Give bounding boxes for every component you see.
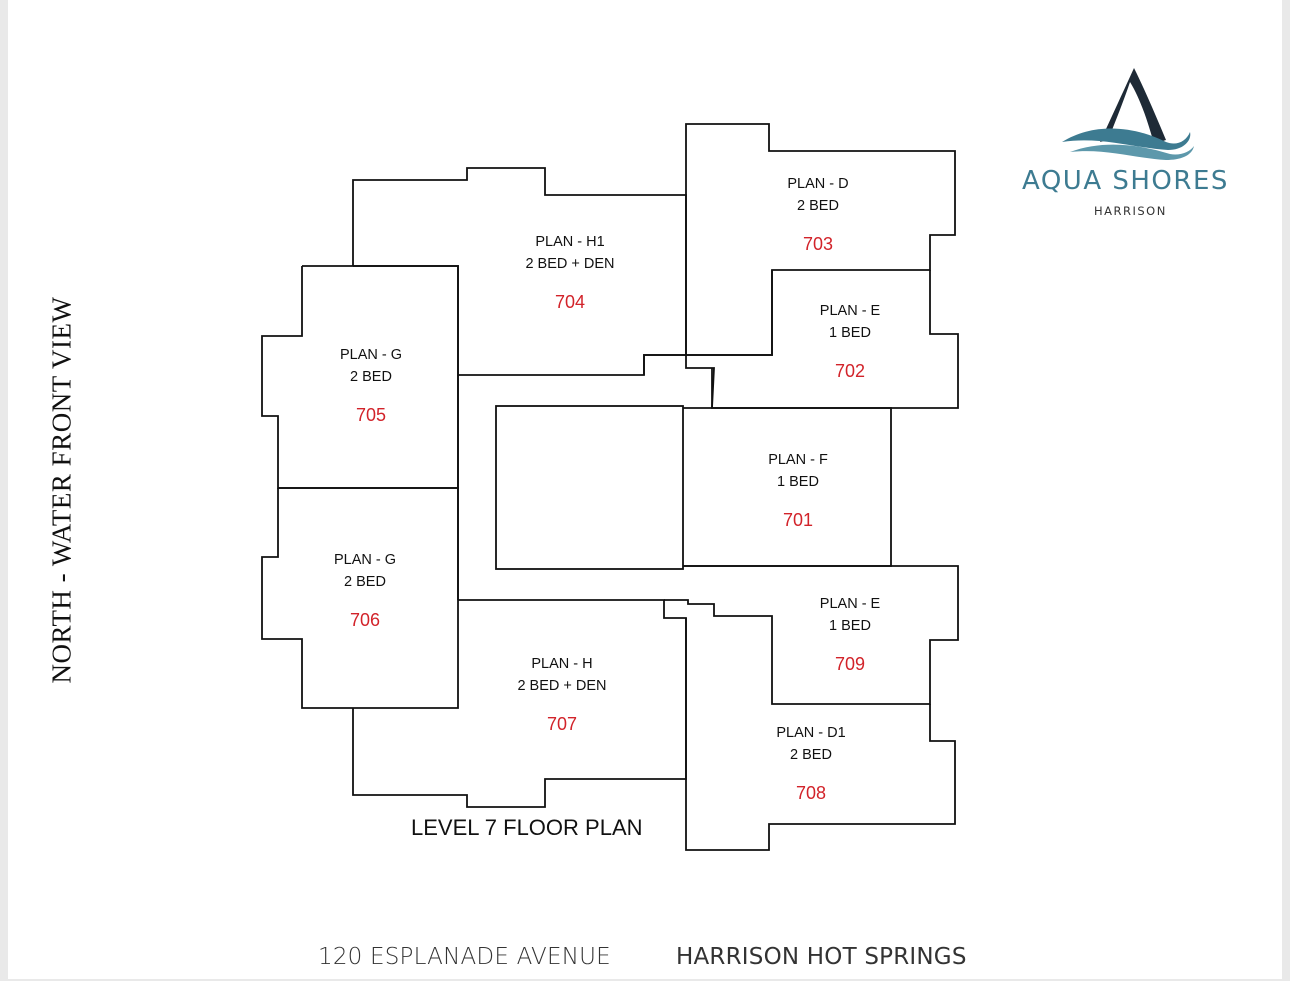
aqua-shores-logo [1062,68,1194,160]
unit-number: 701 [783,510,813,530]
orientation-label: NORTH - WATER FRONT VIEW [46,296,77,684]
unit-plan-label: PLAN - E [820,303,881,319]
unit-702-outline [685,270,959,409]
central-core [495,405,684,570]
unit-705: PLAN - G 2 BED 705 [340,347,402,425]
footer-address: 120 ESPLANADE AVENUE [318,944,611,970]
unit-number: 705 [356,405,386,425]
unit-number: 707 [547,714,577,734]
unit-701: PLAN - F 1 BED 701 [768,452,828,530]
unit-number: 703 [803,234,833,254]
unit-705-outline [261,265,459,489]
unit-bed-label: 2 BED + DEN [517,678,606,694]
corridor-notch-north [643,354,686,375]
unit-707: PLAN - H 2 BED + DEN 707 [517,656,606,734]
unit-708: PLAN - D1 2 BED 708 [776,725,845,803]
unit-plan-label: PLAN - E [820,596,881,612]
unit-704-outline [352,167,687,376]
floor-plan-walls [261,123,959,851]
unit-702: PLAN - E 1 BED 702 [820,303,881,381]
unit-plan-label: PLAN - D [787,176,848,192]
unit-plan-label: PLAN - G [334,552,396,568]
unit-plan-label: PLAN - H [531,656,592,672]
unit-plan-label: PLAN - H1 [535,234,604,250]
unit-706-outline [261,487,459,709]
unit-bed-label: 2 BED + DEN [525,256,614,272]
unit-number: 706 [350,610,380,630]
unit-number: 709 [835,654,865,674]
unit-709-outline [664,565,959,705]
unit-bed-label: 1 BED [777,474,819,490]
unit-703: PLAN - D 2 BED 703 [787,176,848,254]
unit-bed-label: 1 BED [829,325,871,341]
unit-number: 708 [796,783,826,803]
unit-706: PLAN - G 2 BED 706 [334,552,396,630]
sail-wave-icon [1062,68,1194,160]
unit-bed-label: 2 BED [350,369,392,385]
unit-709: PLAN - E 1 BED 709 [820,596,881,674]
floor-plan-title: LEVEL 7 FLOOR PLAN [411,815,643,840]
brand-subtitle: HARRISON [1094,204,1167,218]
unit-plan-label: PLAN - D1 [776,725,845,741]
unit-number: 704 [555,292,585,312]
unit-bed-label: 2 BED [790,747,832,763]
unit-bed-label: 2 BED [344,574,386,590]
unit-704: PLAN - H1 2 BED + DEN 704 [525,234,614,312]
unit-708-outline [685,618,956,851]
brand-name: AQUA SHORES [1022,166,1229,196]
unit-plan-label: PLAN - F [768,452,828,468]
unit-707-outline [352,599,687,808]
footer-city: HARRISON HOT SPRINGS [676,944,967,970]
floor-plan-sheet [8,0,1282,979]
unit-plan-label: PLAN - G [340,347,402,363]
unit-bed-label: 2 BED [797,198,839,214]
unit-bed-label: 1 BED [829,618,871,634]
unit-number: 702 [835,361,865,381]
